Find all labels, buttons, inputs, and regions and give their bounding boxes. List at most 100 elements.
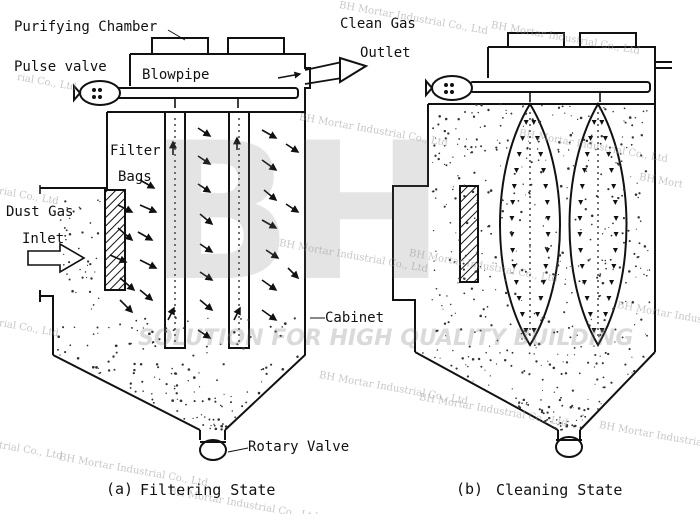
dust-dot: [436, 329, 439, 332]
dust-dot: [597, 408, 599, 410]
dust-dot: [165, 392, 167, 394]
dust-dot: [601, 233, 604, 235]
dust-dot: [545, 159, 547, 161]
dust-dot: [465, 364, 467, 366]
flow-arrow: [261, 279, 278, 291]
dust-dot: [158, 378, 161, 381]
dust-dot: [547, 218, 550, 221]
dust-dot: [494, 289, 497, 291]
dust-dot: [436, 349, 439, 351]
dust-dot: [198, 372, 200, 374]
dust-dot: [151, 398, 154, 401]
dust-dot: [557, 148, 560, 151]
dust-dot: [495, 146, 498, 149]
dust-dot: [590, 214, 594, 218]
cleaning-arrow: [588, 136, 594, 141]
dust-dot: [113, 368, 116, 371]
dust-dot: [555, 231, 557, 234]
dust-dot: [155, 363, 159, 366]
watermark-slogan: SOLUTION FOR HIGH QUALITY BUILDING: [138, 326, 634, 351]
caption-a-text: Filtering State: [140, 481, 276, 499]
cleaning-arrow: [609, 168, 614, 173]
dust-dot: [99, 200, 101, 203]
dust-dot: [539, 298, 541, 300]
dust-dot: [623, 241, 625, 244]
dust-dot: [553, 411, 555, 413]
label-blowpipe: Blowpipe: [142, 67, 210, 83]
dust-dot: [107, 360, 110, 363]
dust-dot: [587, 259, 590, 262]
dust-dot: [182, 327, 185, 329]
dust-dot: [443, 144, 446, 147]
dust-dot: [134, 390, 137, 393]
flow-arrow: [199, 271, 214, 281]
dust-dot: [625, 281, 627, 284]
flow-arrow: [139, 204, 158, 214]
dust-dot: [522, 183, 524, 185]
dust-dot: [620, 160, 623, 162]
dust-dot: [464, 145, 467, 148]
dust-dot: [457, 282, 459, 284]
dust-dot: [612, 268, 614, 271]
dust-dot: [69, 344, 72, 347]
dust-dot: [443, 163, 446, 166]
dust-dot: [506, 349, 509, 352]
cleaning-arrow: [511, 264, 517, 269]
dust-dot: [433, 269, 436, 271]
dust-dot: [454, 197, 457, 200]
dust-dot: [467, 148, 469, 150]
dust-dot: [559, 425, 562, 427]
dust-dot: [498, 142, 501, 144]
dust-dot: [187, 368, 191, 371]
label-inlet: Inlet: [22, 231, 65, 247]
flow-arrow: [139, 289, 154, 302]
dust-dot: [467, 365, 469, 368]
dust-dot: [477, 357, 481, 361]
dust-dot: [192, 417, 194, 420]
dust-dot: [464, 111, 466, 113]
dust-dot: [567, 420, 569, 423]
dust-dot: [573, 354, 575, 356]
label-clean-gas: Clean Gas: [340, 16, 416, 32]
dust-dot: [296, 355, 299, 359]
dust-dot: [463, 184, 466, 187]
dust-dot: [293, 317, 296, 320]
label-bags: Bags: [118, 169, 152, 185]
dust-dot: [547, 256, 550, 259]
dust-dot: [569, 406, 573, 409]
caption-a-marker: (a): [106, 480, 134, 498]
dust-dot: [630, 176, 632, 178]
dust-dot: [57, 335, 60, 338]
cleaning-arrow: [582, 168, 587, 173]
dust-dot: [533, 344, 536, 347]
dust-dot: [594, 353, 597, 357]
dust-dot: [513, 172, 516, 175]
top-cover-right: [227, 37, 285, 55]
dust-dot: [467, 355, 470, 358]
dust-dot: [639, 154, 643, 157]
dust-dot: [541, 104, 543, 107]
dust-dot: [432, 229, 435, 232]
dust-dot: [557, 245, 559, 247]
dust-dot: [604, 262, 607, 265]
dust-dot: [452, 349, 454, 352]
cabinet-lower-left: [39, 290, 54, 355]
dust-dot: [578, 372, 581, 375]
cleaning-arrow: [612, 200, 618, 205]
flow-arrow: [197, 329, 212, 339]
dust-dot: [465, 138, 468, 140]
dust-dot: [472, 115, 476, 118]
dust-dot: [622, 217, 626, 220]
dust-dot: [164, 344, 167, 347]
dust-dot: [220, 424, 224, 428]
dust-dot: [108, 326, 110, 329]
dust-dot: [76, 357, 80, 360]
dust-dot: [510, 364, 513, 367]
cleaning-arrow: [579, 184, 585, 189]
dust-dot: [65, 229, 68, 232]
hopper-right-b: [579, 351, 656, 431]
dust-dot: [521, 166, 523, 168]
dust-dot: [569, 133, 573, 137]
dust-dot: [564, 372, 568, 375]
dust-dot: [471, 358, 475, 361]
